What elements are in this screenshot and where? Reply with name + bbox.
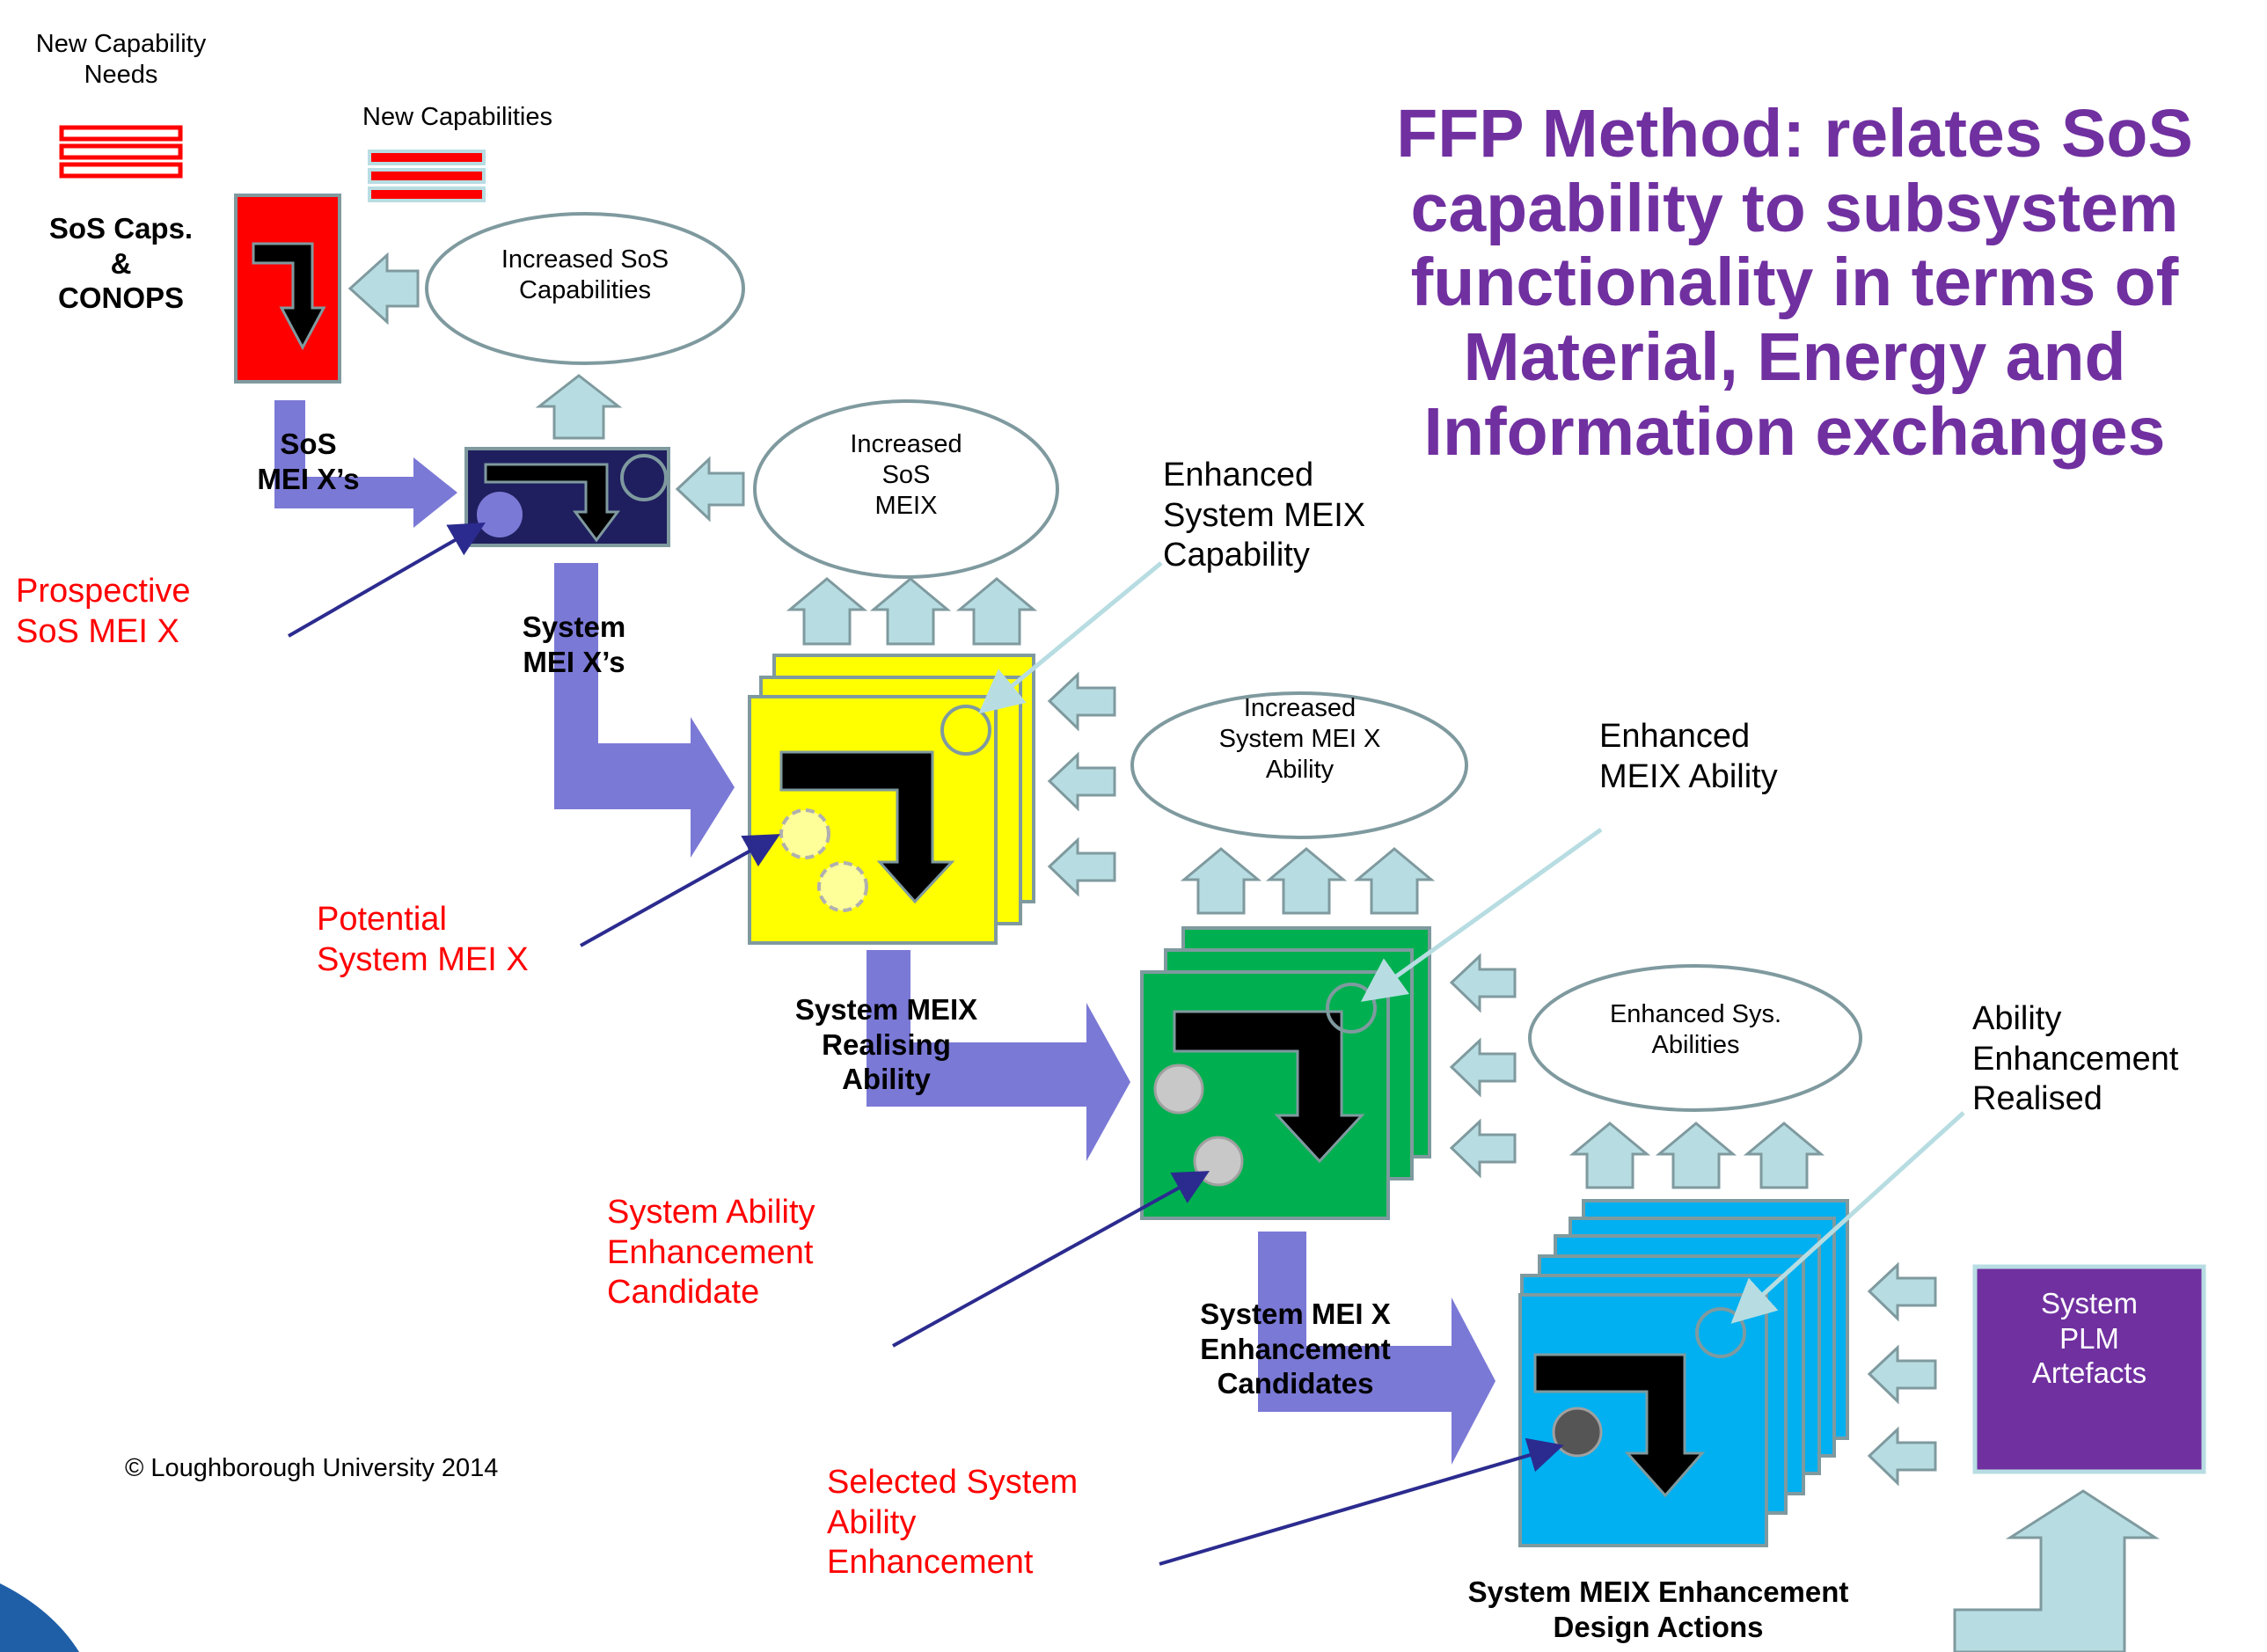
system-plm-artefacts-label: System PLM Artefacts <box>2031 1287 2147 1390</box>
flow-arrow-system-meix <box>554 563 735 858</box>
pointer-prospective-sos-mei-x <box>288 523 486 638</box>
increased-sos-meix-ellipse <box>753 399 1059 579</box>
system-meix-flow-icon <box>779 750 955 904</box>
flow-arrow-sos-meix <box>274 400 457 528</box>
arrow-left-to-yellow-2 <box>1047 751 1116 812</box>
system-ability-output-circle <box>1326 983 1377 1034</box>
prospective-sos-mei-x-label: Prospective SoS MEI X <box>16 573 191 650</box>
sos-mei-xs-label: SoS MEI X’s <box>257 428 360 495</box>
arrow-up-green-2 <box>1265 847 1348 915</box>
pointer-enhanced-meix-ability <box>1360 827 1603 1002</box>
ability-candidate-circle-1 <box>1153 1064 1204 1115</box>
new-capabilities-icon <box>368 150 486 202</box>
new-capabilities-label: New Capabilities <box>362 103 552 131</box>
pointer-lines-light <box>978 561 1965 1324</box>
pointer-lines-navy <box>288 523 1564 1566</box>
system-meix-output-circle <box>940 705 991 756</box>
system-ability-enhancement-candidate-label: System Ability Enhancement Candidate <box>607 1194 815 1312</box>
arrow-up-green-1 <box>1180 847 1262 915</box>
system-plm-artefacts-box <box>1972 1264 2206 1474</box>
enhanced-sys-abilities-ellipse <box>1528 964 1862 1112</box>
flow-arrows <box>274 400 1495 1465</box>
potential-system-mei-x-circle-1 <box>779 808 830 859</box>
enhanced-sys-abilities-label: Enhanced Sys. Abilities <box>1609 1000 1782 1059</box>
new-capability-needs-label: New Capability Needs <box>35 30 207 89</box>
pointer-ability-enhancement-realised <box>1730 1111 1965 1324</box>
arrow-up-yellow-1 <box>786 577 868 646</box>
corner-swoosh <box>0 1583 79 1652</box>
design-actions-flow-icon <box>1533 1353 1706 1498</box>
sos-caps-conops-label: SoS Caps. & CONOPS <box>48 212 194 315</box>
arrow-left-to-sos-caps <box>347 252 420 325</box>
flow-arrow-realising-ability <box>867 950 1130 1161</box>
arrow-left-to-green-2 <box>1449 1037 1517 1098</box>
small-arrows <box>347 252 2161 1652</box>
sos-meix-output-circle <box>620 454 668 501</box>
arrow-left-to-green-3 <box>1449 1118 1517 1179</box>
arrow-up-cyan-1 <box>1569 1122 1651 1189</box>
system-meix-enhancement-design-actions-label: System MEIX Enhancement Design Actions <box>1467 1575 1849 1643</box>
arrow-up-to-increased-sos-caps <box>535 374 623 440</box>
selected-system-ability-enhancement-label: Selected System Ability Enhancement <box>827 1464 1079 1582</box>
potential-system-mei-x-circle-2 <box>817 861 868 912</box>
arrow-left-to-sos-meix <box>675 456 745 523</box>
arrow-up-yellow-2 <box>869 577 952 646</box>
arrow-left-to-cyan-1 <box>1867 1261 1937 1322</box>
enhanced-meix-ability-label: Enhanced MEIX Ability <box>1599 718 1778 795</box>
arrow-left-to-yellow-1 <box>1047 671 1116 732</box>
arrow-left-to-cyan-3 <box>1867 1426 1937 1487</box>
capability-needs-icon <box>59 125 183 179</box>
increased-system-mei-x-ability-label: Increased System MEI X Ability <box>1218 694 1381 784</box>
sos-caps-box <box>234 194 341 384</box>
pointer-potential-system-mei-x <box>580 834 780 947</box>
system-mei-xs-label: System MEI X’s <box>522 610 626 678</box>
pointer-system-ability-candidate <box>892 1171 1210 1348</box>
system-mei-x-enhancement-candidates-label: System MEI X Enhancement Candidates <box>1200 1297 1391 1400</box>
sos-caps-flow-icon <box>252 242 326 351</box>
pointer-enhanced-system-meix-capability <box>978 561 1163 714</box>
increased-sos-capabilities-ellipse <box>425 212 745 365</box>
system-meix-realising-ability-label: System MEIX Realising Ability <box>794 993 978 1096</box>
arrow-up-cyan-2 <box>1655 1122 1737 1189</box>
arrow-left-to-green-1 <box>1449 953 1517 1013</box>
increased-system-mei-x-ability-ellipse <box>1130 691 1468 839</box>
arrow-up-to-plm <box>1953 1489 2161 1652</box>
diagram-title: FFP Method: relates SoS capability to su… <box>1396 96 2193 470</box>
system-meix-stack <box>748 654 1035 945</box>
design-actions-output-circle <box>1695 1307 1746 1358</box>
arrow-up-green-3 <box>1353 847 1436 915</box>
sos-meix-flow-icon <box>484 463 620 543</box>
ability-enhancement-realised-label: Ability Enhancement Realised <box>1972 1000 2179 1118</box>
arrow-up-yellow-3 <box>955 577 1038 646</box>
enhanced-system-meix-capability-label: Enhanced System MEIX Capability <box>1163 457 1366 574</box>
ellipses <box>425 212 1862 1112</box>
pointer-selected-enhancement <box>1159 1437 1564 1566</box>
copyright-label: © Loughborough University 2014 <box>125 1454 499 1482</box>
arrow-left-to-cyan-2 <box>1867 1344 1937 1405</box>
arrow-up-cyan-3 <box>1743 1122 1825 1189</box>
increased-sos-capabilities-label: Increased SoS Capabilities <box>501 245 669 304</box>
potential-system-mei-x-label: Potential System MEI X <box>317 901 529 978</box>
increased-sos-meix-label: Increased SoS MEIX <box>850 430 962 520</box>
prospective-sos-mei-x-circle <box>477 492 523 537</box>
arrow-left-to-yellow-3 <box>1047 837 1116 897</box>
system-ability-flow-icon <box>1173 1010 1365 1164</box>
selected-enhancement-circle <box>1552 1407 1603 1458</box>
flow-arrow-enhancement-candidates <box>1258 1232 1495 1465</box>
ability-candidate-circle-2 <box>1193 1136 1244 1187</box>
